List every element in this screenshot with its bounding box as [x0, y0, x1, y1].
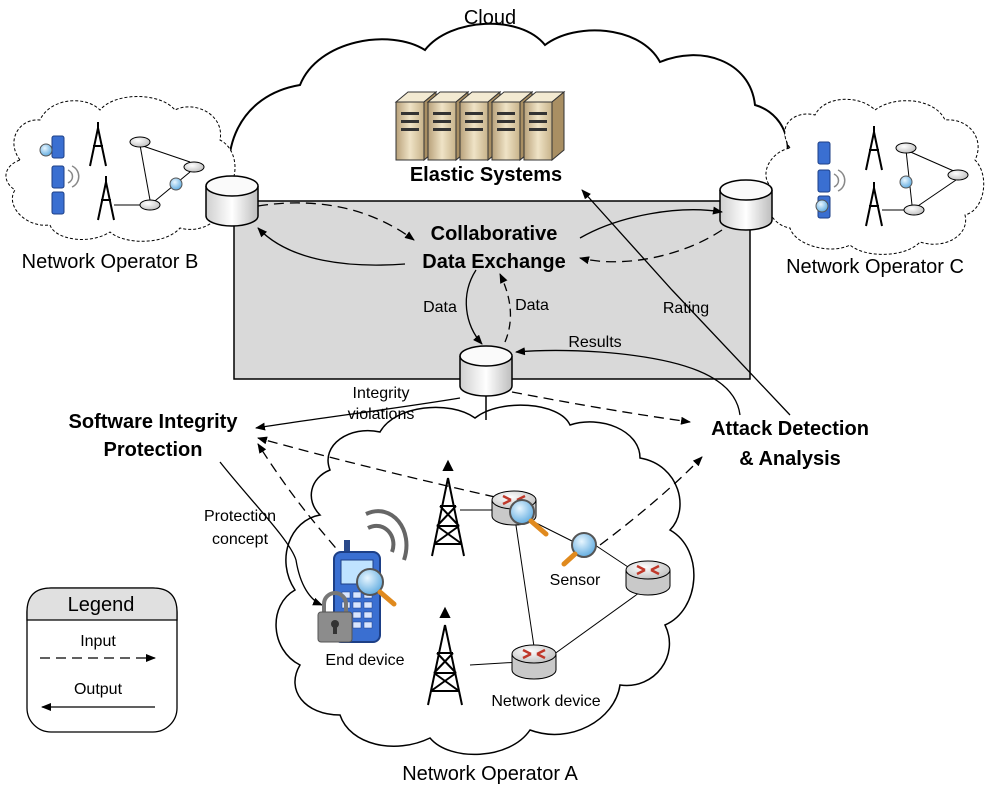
- collaborative-title-line2: Data Exchange: [422, 251, 565, 273]
- operator-a-links: [460, 509, 651, 666]
- results-label: Results: [568, 334, 621, 351]
- software-integrity-line1: Software Integrity: [69, 411, 239, 433]
- elastic-systems-label: Elastic Systems: [410, 164, 562, 186]
- cell-tower-icon: [431, 459, 465, 557]
- database-icon-b: [205, 175, 259, 227]
- software-integrity-line2: Protection: [104, 439, 203, 461]
- cloud-label: Cloud: [464, 7, 516, 29]
- router-icon: [511, 644, 557, 680]
- sensor-magnifier-icon: [561, 532, 597, 567]
- operator-b-label: Network Operator B: [22, 251, 199, 273]
- padlock-icon: [317, 591, 353, 643]
- database-icon-c: [719, 179, 773, 231]
- end-device-label: End device: [325, 652, 404, 669]
- attack-detection-line1: Attack Detection: [711, 418, 869, 440]
- server-stack-icon: [394, 90, 566, 162]
- magnifier-icon: [509, 499, 549, 537]
- data-down-label: Data: [423, 299, 457, 316]
- legend-input-label: Input: [80, 633, 116, 650]
- operator-c-label: Network Operator C: [786, 256, 964, 278]
- operator-a-label: Network Operator A: [402, 763, 578, 785]
- protection-concept-line2: concept: [212, 531, 269, 548]
- router-icon: [625, 560, 671, 596]
- collaborative-title-line1: Collaborative: [431, 223, 558, 245]
- attack-detection-line2: & Analysis: [739, 448, 841, 470]
- legend-output-label: Output: [74, 681, 123, 698]
- flow-arrows: [219, 189, 791, 606]
- operator-b-devices: [39, 122, 205, 221]
- integrity-violations-line2: violations: [348, 406, 415, 423]
- integrity-violations-line1: Integrity: [353, 385, 410, 402]
- legend-title: Legend: [68, 594, 135, 616]
- protection-concept-line1: Protection: [204, 508, 276, 525]
- database-icon-a: [459, 345, 513, 397]
- sensor-label: Sensor: [550, 572, 601, 589]
- operator-c-devices: [815, 126, 969, 227]
- legend-box: [26, 587, 178, 733]
- operator-a-cloud: [275, 404, 695, 756]
- network-device-label: Network device: [491, 693, 600, 710]
- cell-tower-icon: [427, 606, 463, 706]
- rating-label: Rating: [663, 300, 709, 317]
- data-up-label: Data: [515, 297, 549, 314]
